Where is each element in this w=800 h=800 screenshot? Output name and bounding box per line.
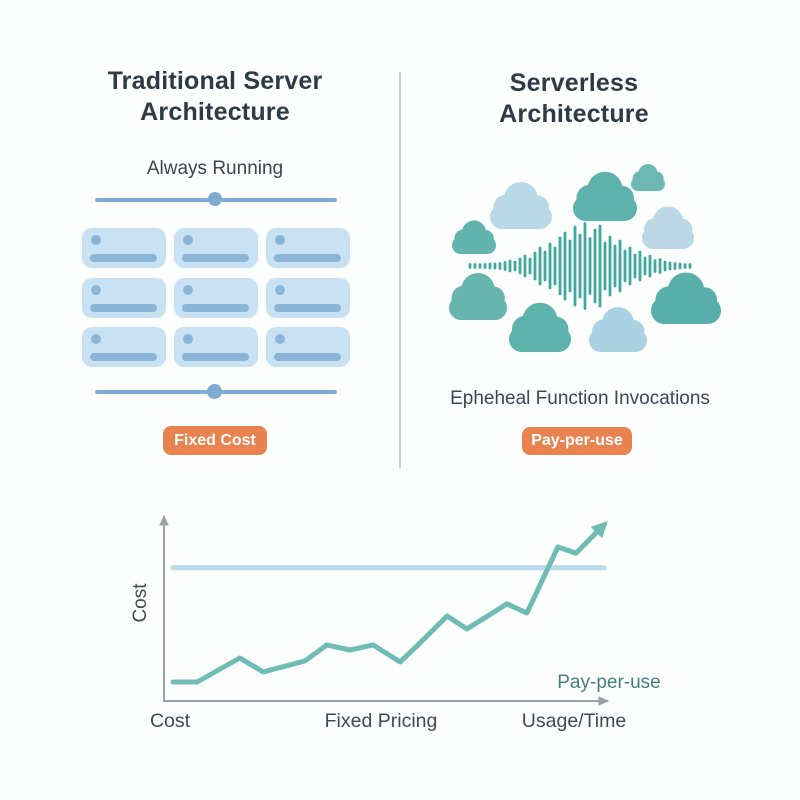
- y-axis-label: Cost: [130, 583, 151, 623]
- server-card: [82, 228, 166, 268]
- cloud-top-left-icon: [490, 181, 552, 229]
- cloud-right-teal-icon: [651, 272, 721, 324]
- server-card: [174, 228, 258, 268]
- server-slot-bar: [90, 353, 157, 361]
- cloud-left-small-icon: [452, 220, 496, 254]
- server-status-dot: [91, 334, 101, 344]
- pay-per-use-badge: Pay-per-use: [522, 427, 632, 455]
- x-axis-label-usage-time: Usage/Time: [522, 710, 626, 732]
- fixed-cost-badge: Fixed Cost: [163, 426, 267, 455]
- load-slider-bottom-thumb: [207, 384, 222, 399]
- server-status-dot: [183, 334, 193, 344]
- cloud-bottom-right-icon: [589, 307, 647, 352]
- traditional-title: Traditional Server Architecture: [107, 67, 323, 126]
- series-pay-per-use: [170, 521, 608, 685]
- server-card: [82, 327, 166, 367]
- x-axis-label-cost: Cost: [150, 710, 191, 732]
- server-slot-bar: [274, 353, 341, 361]
- cloud-bottom-left-icon: [449, 272, 507, 320]
- server-status-dot: [183, 284, 193, 295]
- server-slot-bar: [274, 254, 341, 262]
- server-card: [82, 277, 166, 318]
- ephemeral-functions-label: Epheheal Function Invocations: [450, 388, 710, 409]
- load-slider-top-thumb: [208, 192, 222, 206]
- server-card: [174, 327, 258, 367]
- cloud-right-light-icon: [642, 206, 694, 249]
- always-running-label: Always Running: [146, 158, 284, 179]
- server-card: [266, 228, 350, 268]
- server-grid: [82, 228, 350, 367]
- clouds-waveform-graphic: [449, 164, 721, 352]
- server-slot-bar: [274, 303, 341, 312]
- waveform-icon: [468, 222, 692, 310]
- server-card: [266, 277, 350, 318]
- server-card: [266, 327, 350, 367]
- server-status-dot: [275, 334, 285, 344]
- cost-chart: Cost Pay-per-use Cost Fixed Pricing Usag…: [130, 514, 661, 732]
- cloud-top-small-icon: [631, 164, 665, 191]
- server-status-dot: [183, 235, 193, 245]
- server-status-dot: [91, 284, 101, 295]
- server-status-dot: [91, 235, 101, 245]
- server-slot-bar: [90, 254, 157, 262]
- server-slot-bar: [182, 353, 249, 361]
- pay-per-use-series-label: Pay-per-use: [557, 672, 661, 693]
- server-status-dot: [275, 235, 285, 245]
- server-slot-bar: [182, 303, 249, 312]
- cloud-top-center-icon: [573, 171, 637, 221]
- x-axis-label-fixed-pricing: Fixed Pricing: [325, 710, 438, 732]
- serverless-title: Serverless Architecture: [499, 69, 649, 128]
- server-status-dot: [275, 284, 285, 295]
- cloud-bottom-center-icon: [509, 302, 571, 352]
- server-card: [174, 277, 258, 318]
- panel-divider: [399, 72, 401, 468]
- chart-series: [170, 521, 608, 685]
- server-slot-bar: [90, 303, 157, 312]
- server-slot-bar: [182, 254, 249, 262]
